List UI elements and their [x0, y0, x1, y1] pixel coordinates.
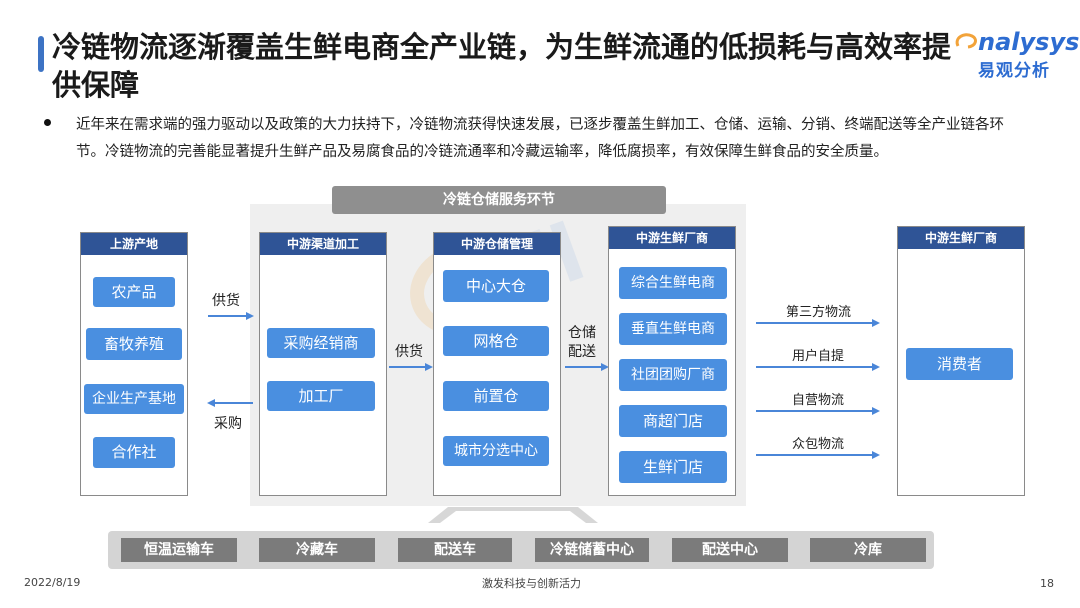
node-central-warehouse: 中心大仓	[443, 270, 549, 302]
label-delivery: 配送	[568, 344, 596, 360]
node-purchaser: 采购经销商	[267, 328, 375, 358]
node-cooperative: 合作社	[93, 437, 175, 468]
warehouse-header: 中游仓储管理	[434, 233, 560, 255]
footer-slogan: 激发科技与创新活力	[482, 577, 581, 590]
arrow-supply-2-line	[389, 366, 425, 368]
title-accent-bar	[38, 36, 44, 72]
infra-distribution-center: 配送中心	[672, 538, 788, 562]
arrow-right-icon	[246, 312, 254, 320]
label-supply-1: 供货	[212, 293, 240, 309]
label-own-logistics: 自营物流	[792, 393, 845, 408]
label-self-pickup: 用户自提	[792, 349, 845, 364]
arrow-right-icon	[872, 451, 880, 459]
node-factory: 加工厂	[267, 381, 375, 411]
page-number: 18	[1040, 577, 1054, 590]
upstream-header: 上游产地	[81, 233, 187, 255]
label-supply-2: 供货	[395, 344, 423, 360]
infra-constant-temp-truck: 恒温运输车	[121, 538, 237, 562]
infra-cold-storage-center: 冷链储蓄中心	[535, 538, 649, 562]
label-storage: 仓储	[568, 325, 596, 341]
storage-header: 冷链仓储服务环节	[332, 186, 666, 214]
arrow-supply-1-line	[208, 315, 246, 317]
node-grid-warehouse: 网格仓	[443, 326, 549, 356]
infra-delivery-truck: 配送车	[398, 538, 512, 562]
processing-header: 中游渠道加工	[260, 233, 386, 255]
bullet-icon	[44, 119, 51, 126]
node-fresh-store: 生鲜门店	[619, 451, 727, 483]
node-front-warehouse: 前置仓	[443, 381, 549, 411]
processing-column: 中游渠道加工	[259, 232, 387, 496]
node-general-ecommerce: 综合生鲜电商	[619, 267, 727, 299]
infra-cold-storage: 冷库	[810, 538, 926, 562]
footer-date: 2022/8/19	[24, 576, 81, 589]
node-production-base: 企业生产基地	[84, 384, 184, 414]
arrow-right-icon	[872, 363, 880, 371]
arrow-right-icon	[872, 319, 880, 327]
arrow-storage-line	[565, 366, 601, 368]
arrow-own-logistics-line	[756, 410, 872, 412]
node-livestock: 畜牧养殖	[86, 328, 182, 360]
analysys-logo	[954, 30, 980, 56]
label-purchase: 采购	[214, 416, 242, 432]
arrow-left-icon	[207, 399, 215, 407]
consumer-header: 中游生鲜厂商	[898, 227, 1024, 249]
logo-brand-cn: 易观分析	[978, 61, 1050, 81]
bullet-text: 近年来在需求端的强力驱动以及政策的大力扶持下，冷链物流获得快速发展，已逐步覆盖生…	[76, 117, 1004, 160]
arrow-self-pickup-line	[756, 366, 872, 368]
node-agri-products: 农产品	[93, 277, 175, 307]
label-crowd-logistics: 众包物流	[792, 437, 845, 452]
arrow-crowd-logistics-line	[756, 454, 872, 456]
node-supermarket: 商超门店	[619, 405, 727, 437]
node-consumer: 消费者	[906, 348, 1013, 380]
arrow-right-icon	[425, 363, 433, 371]
tray-shape	[428, 507, 598, 523]
logo-brand: nalysys	[978, 28, 1080, 56]
label-third-party: 第三方物流	[786, 305, 852, 320]
node-group-buying: 社团团购厂商	[619, 359, 727, 391]
arrow-right-icon	[872, 407, 880, 415]
page-title: 冷链物流逐渐覆盖生鲜电商全产业链，为生鲜流通的低损耗与高效率提供保障	[52, 30, 952, 102]
node-sorting-center: 城市分选中心	[443, 436, 549, 466]
arrow-purchase-line	[215, 402, 253, 404]
node-vertical-ecommerce: 垂直生鲜电商	[619, 313, 727, 345]
retailer-header: 中游生鲜厂商	[609, 227, 735, 249]
infrastructure-bar	[108, 531, 934, 569]
arrow-right-icon	[601, 363, 609, 371]
infra-refrigerated-truck: 冷藏车	[259, 538, 375, 562]
logo-swoosh-icon	[955, 33, 977, 49]
arrow-third-party-line	[756, 322, 872, 324]
